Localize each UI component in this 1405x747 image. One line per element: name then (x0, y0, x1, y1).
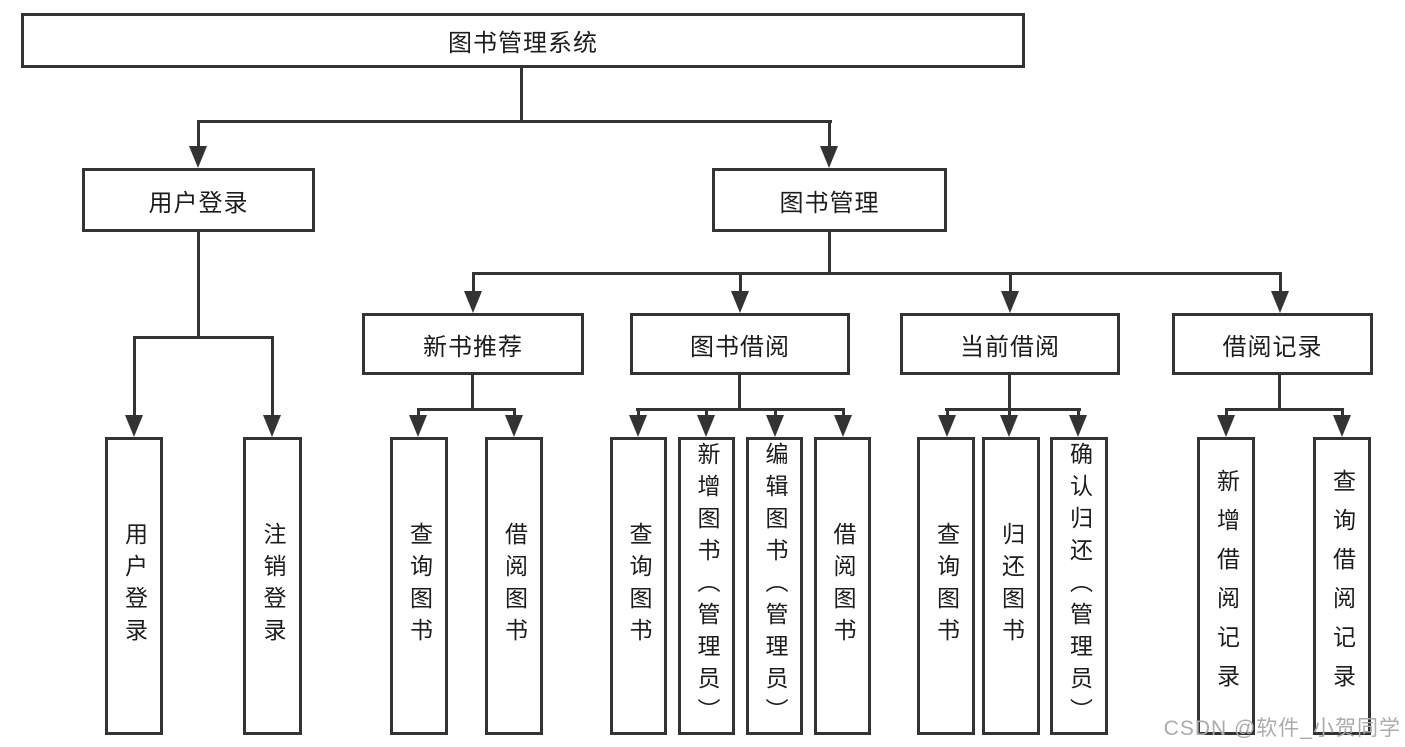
arrowhead-cb-confirm (1069, 415, 1087, 437)
leaf-user-login: 用户登录 (105, 437, 163, 735)
connector-drop-user-login (197, 120, 200, 148)
arrowhead-nb-borrow (505, 415, 523, 437)
arrowhead-bb-borrow (834, 415, 852, 437)
node-user-login-label: 用户登录 (148, 189, 249, 217)
leaf-current-confirm-return-admin-label: 确认归还（管理员） (1066, 442, 1093, 730)
connector-user-login-rail (133, 336, 274, 339)
node-book-borrow: 图书借阅 (630, 313, 850, 375)
arrowhead-new-book-recommend (464, 291, 482, 313)
connector-drop-book-management (828, 120, 831, 148)
leaf-logout: 注销登录 (243, 437, 302, 735)
connector-level2-rail (197, 120, 832, 123)
connector-book-borrow-stem (738, 375, 741, 409)
connector-drop-book-borrow (739, 272, 742, 294)
leaf-records-add-record-label: 新增借阅记录 (1213, 469, 1240, 703)
leaf-newbook-query-books-label: 查询图书 (406, 522, 433, 650)
connector-user-login-stem (197, 232, 200, 338)
arrowhead-leaf-user-login (125, 415, 143, 437)
csdn-watermark: CSDN @软件_小贺同学 (1163, 717, 1401, 740)
leaf-records-query-record-label: 查询借阅记录 (1329, 469, 1356, 703)
arrowhead-bb-query (629, 415, 647, 437)
connector-book-management-stem (828, 232, 831, 274)
leaf-current-return-books-label: 归还图书 (998, 522, 1025, 650)
connector-drop-cb-confirm (1077, 408, 1080, 418)
connector-drop-nb-query (417, 408, 420, 418)
leaf-records-query-record: 查询借阅记录 (1313, 437, 1371, 735)
leaf-current-confirm-return-admin: 确认归还（管理员） (1050, 437, 1108, 735)
connector-drop-br-query (1341, 408, 1344, 418)
arrowhead-nb-query (409, 415, 427, 437)
connector-current-borrow-rail (945, 408, 1081, 411)
arrowhead-bb-edit (766, 415, 784, 437)
arrowhead-current-borrow (1001, 291, 1019, 313)
leaf-borrow-query-books-label: 查询图书 (626, 522, 652, 650)
connector-drop-new-book-recommend (472, 272, 475, 294)
leaf-current-query-books-label: 查询图书 (933, 522, 960, 650)
leaf-borrow-add-books-admin-label: 新增图书（管理员） (694, 442, 720, 730)
connector-drop-bb-borrow (842, 408, 845, 418)
connector-drop-bb-query (637, 408, 640, 418)
node-root: 图书管理系统 (21, 13, 1025, 68)
connector-root-stem (520, 68, 523, 122)
leaf-borrow-add-books-admin: 新增图书（管理员） (678, 437, 735, 735)
leaf-newbook-borrow-books: 借阅图书 (485, 437, 543, 735)
node-borrow-records-label: 借阅记录 (1222, 333, 1323, 361)
leaf-newbook-borrow-books-label: 借阅图书 (501, 522, 528, 650)
leaf-borrow-borrow-books-label: 借阅图书 (830, 522, 856, 650)
leaf-borrow-borrow-books: 借阅图书 (814, 437, 871, 735)
arrowhead-cb-return (1000, 415, 1018, 437)
node-book-borrow-label: 图书借阅 (690, 333, 790, 361)
connector-borrow-records-stem (1278, 375, 1281, 409)
connector-drop-br-add (1225, 408, 1228, 418)
node-book-management: 图书管理 (712, 168, 947, 232)
arrowhead-book-management (820, 146, 838, 168)
connector-drop-leaf-logout (271, 336, 274, 416)
node-root-label: 图书管理系统 (448, 30, 598, 57)
arrowhead-user-login (189, 146, 207, 168)
node-new-book-recommend-label: 新书推荐 (423, 333, 523, 361)
connector-book-borrow-rail (636, 408, 845, 411)
connector-drop-bb-edit (774, 408, 777, 418)
node-user-login: 用户登录 (82, 168, 315, 232)
leaf-user-login-label: 用户登录 (121, 522, 148, 650)
leaf-logout-label: 注销登录 (260, 522, 286, 650)
connector-new-book-rail (417, 408, 516, 411)
connector-borrow-records-rail (1225, 408, 1343, 411)
arrowhead-borrow-records (1271, 291, 1289, 313)
node-current-borrow-label: 当前借阅 (960, 333, 1060, 361)
connector-drop-cb-return (1008, 408, 1011, 418)
arrowhead-cb-query (938, 415, 956, 437)
leaf-borrow-query-books: 查询图书 (610, 437, 667, 735)
arrowhead-br-add (1217, 415, 1235, 437)
leaf-borrow-edit-books-admin: 编辑图书（管理员） (746, 437, 803, 735)
connector-current-borrow-stem (1008, 375, 1011, 409)
connector-drop-current-borrow (1009, 272, 1012, 294)
connector-level3-rail (472, 272, 1282, 275)
leaf-borrow-edit-books-admin-label: 编辑图书（管理员） (762, 442, 788, 730)
connector-drop-cb-query (946, 408, 949, 418)
connector-new-book-stem (471, 375, 474, 409)
connector-drop-nb-borrow (513, 408, 516, 418)
node-new-book-recommend: 新书推荐 (362, 313, 584, 375)
leaf-current-query-books: 查询图书 (917, 437, 975, 735)
connector-drop-borrow-records (1279, 272, 1282, 294)
arrowhead-br-query (1333, 415, 1351, 437)
connector-drop-leaf-user-login (133, 336, 136, 416)
node-current-borrow: 当前借阅 (900, 313, 1120, 375)
leaf-current-return-books: 归还图书 (982, 437, 1040, 735)
leaf-records-add-record: 新增借阅记录 (1197, 437, 1255, 735)
connector-drop-bb-add (705, 408, 708, 418)
leaf-newbook-query-books: 查询图书 (390, 437, 448, 735)
arrowhead-book-borrow (731, 291, 749, 313)
arrowhead-leaf-logout (263, 415, 281, 437)
node-book-management-label: 图书管理 (779, 189, 880, 217)
arrowhead-bb-add (697, 415, 715, 437)
node-borrow-records: 借阅记录 (1172, 313, 1373, 375)
